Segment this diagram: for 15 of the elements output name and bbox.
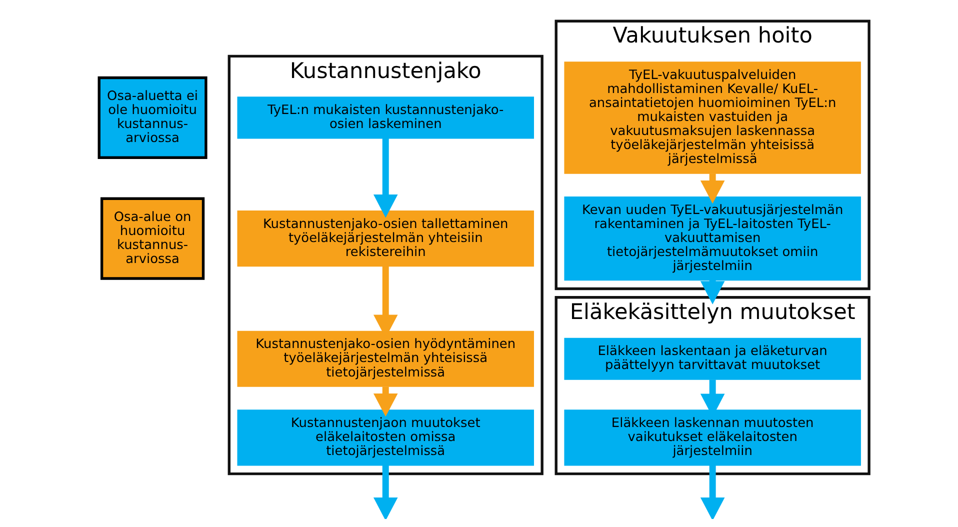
arrow xyxy=(700,465,724,519)
node-box: TyEL-vakuutuspalveluiden mahdollistaminen Kevalle/ KuEL-ansaintatietojen huomioiminen TyEL:n mukaisten vastuiden ja vakuutusmaksujen laskennassa työeläkejärjestelmän yhteisissä järjestelmissä xyxy=(564,62,860,174)
legend-label: Osa-alue on huomioitu kustannus-arviossa xyxy=(113,210,191,267)
arrow xyxy=(372,465,398,519)
node-box: Eläkkeen laskentaan ja eläketurvan päättelyyn tarvittavat muutokset xyxy=(564,338,860,380)
node-box: Eläkkeen laskennan muutosten vaikutukset eläkelaitosten järjestelmiin xyxy=(564,410,860,466)
node-box: Kustannustenjako-osien tallettaminen työeläkejärjestelmän yhteisiin rekistereihin xyxy=(236,210,534,267)
node-box: TyEL:n mukaisten kustannustenjako-osien laskeminen xyxy=(236,96,534,139)
node-box: Kustannustenjako-osien hyödyntäminen työeläkejärjestelmän yhteisissä tietojärjestelmissä xyxy=(236,330,534,387)
node-box: Kevan uuden TyEL-vakuutusjärjestelmän rakentaminen ja TyEL-laitosten TyEL-vakuuttamisen tietojärjestelmämuutokset omiin järjestelmiin xyxy=(564,196,860,281)
arrow xyxy=(700,174,724,204)
arrow xyxy=(372,386,398,417)
legend-label: Osa-aluetta ei ole huomioitu kustannus-arviossa xyxy=(106,89,198,146)
arrow xyxy=(372,138,398,218)
node-box: Kustannustenjaon muutokset eläkelaitosten omissa tietojärjestelmissä xyxy=(236,410,534,466)
